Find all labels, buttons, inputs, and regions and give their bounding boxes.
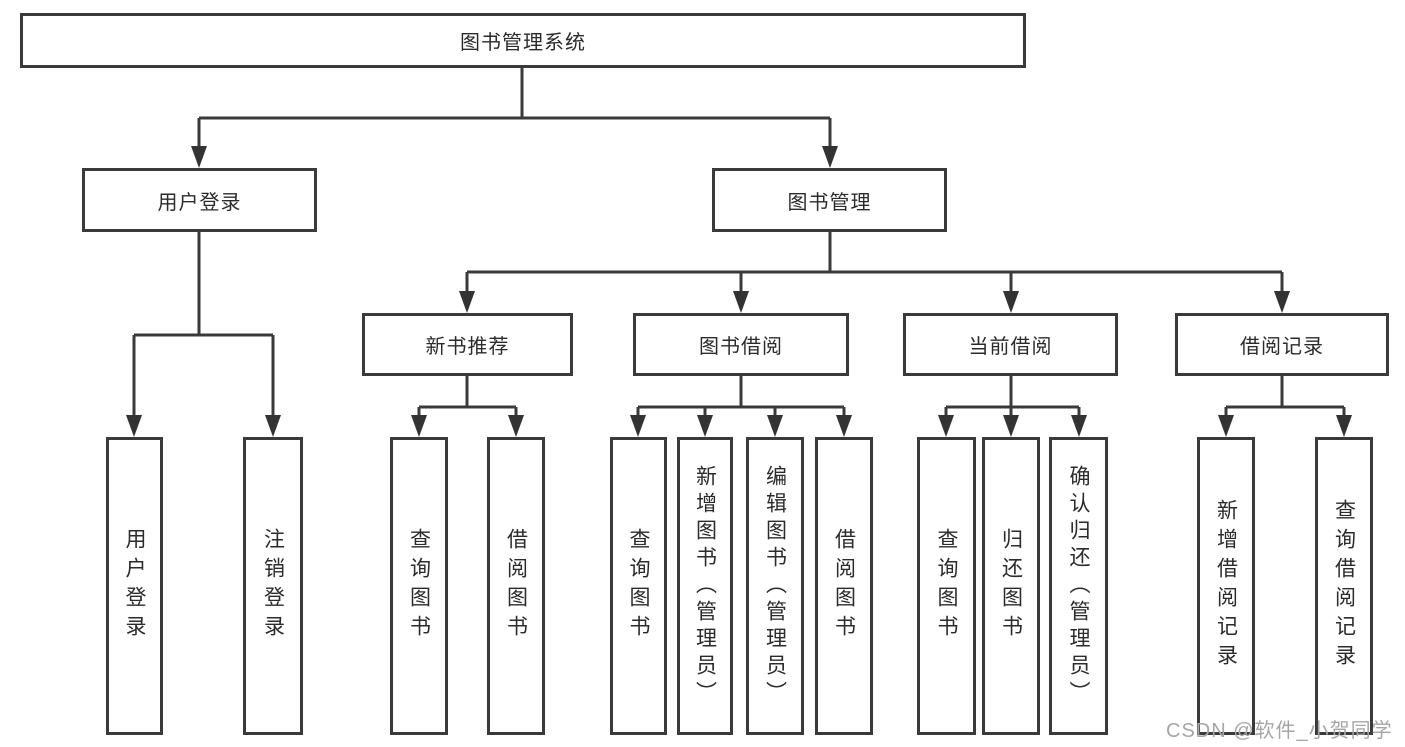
leaf-records-query-record: 查询借阅记录 [1315, 437, 1373, 735]
leaf-user-login: 用户登录 [106, 437, 163, 735]
leaf-records-add-record: 新增借阅记录 [1197, 437, 1255, 735]
leaf-borrowing-query-books: 查询图书 [610, 437, 667, 735]
node-book-borrowing: 图书借阅 [633, 313, 849, 376]
leaf-current-query-books: 查询图书 [917, 437, 976, 735]
csdn-watermark: CSDN @软件_小贺同学 [1166, 720, 1393, 742]
leaf-borrowing-edit-books-admin: 编辑图书（管理员） [746, 437, 804, 735]
leaf-recommend-borrow-books: 借阅图书 [487, 437, 545, 735]
leaf-current-confirm-return-admin: 确认归还（管理员） [1049, 437, 1108, 735]
node-current-borrowing: 当前借阅 [903, 313, 1118, 376]
node-user-login: 用户登录 [82, 168, 317, 232]
arrowheads [126, 146, 1352, 437]
leaf-logout: 注销登录 [243, 437, 303, 735]
leaf-borrowing-add-books-admin: 新增图书（管理员） [677, 437, 733, 735]
node-borrowing-records: 借阅记录 [1175, 313, 1389, 376]
leaf-borrowing-borrow-books: 借阅图书 [815, 437, 873, 735]
leaf-recommend-query-books: 查询图书 [390, 437, 448, 735]
leaf-current-return-books: 归还图书 [982, 437, 1040, 735]
node-book-management: 图书管理 [712, 168, 947, 232]
node-system-root: 图书管理系统 [20, 13, 1026, 68]
node-new-book-recommend: 新书推荐 [362, 313, 573, 376]
